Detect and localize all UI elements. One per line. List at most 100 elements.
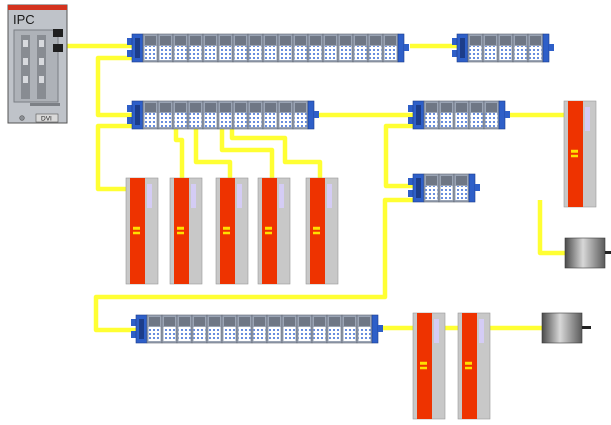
io-terminal — [142, 100, 159, 130]
led-indicator-icon — [313, 231, 320, 235]
io-terminal — [322, 33, 339, 63]
io-terminal — [326, 314, 343, 344]
connector-tab-icon — [127, 38, 133, 45]
io-station-small[interactable] — [408, 173, 480, 203]
io-terminal — [202, 33, 219, 63]
io-station-bottom[interactable] — [131, 314, 383, 344]
io-terminal — [296, 314, 313, 344]
servo-drive-1[interactable] — [125, 177, 159, 285]
led-indicator-icon — [265, 231, 272, 235]
io-terminal — [453, 173, 470, 203]
io-terminal — [512, 33, 529, 63]
servo-drive-3[interactable] — [215, 177, 249, 285]
io-terminal — [172, 100, 189, 130]
io-terminal — [187, 100, 204, 130]
connector-tab-icon — [131, 331, 137, 338]
io-terminal — [277, 100, 294, 130]
io-terminal — [232, 33, 249, 63]
io-terminal — [142, 33, 159, 63]
connector-tab-icon — [127, 50, 133, 57]
io-terminal — [172, 33, 189, 63]
io-terminal — [356, 314, 373, 344]
io-terminal — [423, 173, 440, 203]
led-indicator-icon — [177, 231, 184, 235]
io-terminal — [157, 100, 174, 130]
io-terminal — [266, 314, 283, 344]
servo-motor-bottom[interactable] — [541, 312, 591, 344]
io-terminal — [221, 314, 238, 344]
led-indicator-icon — [465, 361, 472, 365]
status-display-icon — [279, 184, 284, 208]
io-station-top[interactable] — [127, 33, 409, 63]
connector-tab-icon — [314, 111, 319, 118]
io-terminal — [247, 33, 264, 63]
io-station-middle[interactable] — [127, 100, 319, 130]
cable-mid-drive5 — [229, 126, 323, 189]
cable-mid-drive2 — [173, 126, 185, 189]
io-terminal — [217, 33, 234, 63]
io-terminal — [453, 100, 470, 130]
end-terminal — [542, 33, 550, 63]
end-terminal — [371, 314, 379, 344]
connector-tab-icon — [505, 111, 510, 118]
end-terminal — [468, 173, 476, 203]
connector-tab-icon — [408, 117, 414, 124]
device-layer — [125, 33, 611, 420]
connector-tab-icon — [404, 44, 409, 51]
io-terminal — [251, 314, 268, 344]
io-terminal — [292, 100, 309, 130]
io-terminal — [337, 33, 354, 63]
io-terminal — [176, 314, 193, 344]
servo-drive-bottom-2[interactable] — [457, 312, 491, 420]
io-terminal — [482, 33, 499, 63]
led-indicator-icon — [313, 226, 320, 230]
led-indicator-icon — [465, 366, 472, 370]
io-terminal — [311, 314, 328, 344]
connector-tab-icon — [378, 325, 383, 332]
io-terminal — [146, 314, 163, 344]
io-terminal — [497, 33, 514, 63]
io-terminal — [206, 314, 223, 344]
io-terminal — [187, 33, 204, 63]
led-indicator-icon — [265, 226, 272, 230]
motor-shaft-icon — [582, 326, 591, 329]
io-terminal — [277, 33, 294, 63]
io-terminal — [423, 100, 440, 130]
servo-drive-right[interactable] — [563, 100, 597, 208]
led-indicator-icon — [133, 226, 140, 230]
cable-mid-to-drive1 — [95, 123, 132, 192]
servo-drive-2[interactable] — [169, 177, 203, 285]
io-terminal — [232, 100, 249, 130]
io-terminal — [161, 314, 178, 344]
io-station-right[interactable] — [408, 100, 510, 130]
connector-tab-icon — [127, 117, 133, 124]
io-terminal — [262, 33, 279, 63]
led-indicator-icon — [420, 366, 427, 370]
led-indicator-icon — [177, 226, 184, 230]
io-terminal — [191, 314, 208, 344]
ethernet-port-icon — [53, 44, 63, 52]
servo-drive-4[interactable] — [257, 177, 291, 285]
servo-drive-5[interactable] — [305, 177, 339, 285]
servo-drive-bottom-1[interactable] — [412, 312, 446, 420]
status-display-icon — [191, 184, 196, 208]
io-terminal — [438, 100, 455, 130]
cable-right-to-small — [383, 123, 413, 189]
connector-tab-icon — [475, 184, 480, 191]
io-terminal — [438, 173, 455, 203]
connector-tab-icon — [408, 190, 414, 197]
ipc-controller[interactable]: IPC DVI — [7, 4, 68, 124]
io-terminal — [262, 100, 279, 130]
end-terminal — [498, 100, 506, 130]
io-terminal — [217, 100, 234, 130]
end-terminal — [397, 33, 405, 63]
servo-motor-right[interactable] — [564, 237, 611, 269]
cable-top-to-mid — [95, 55, 132, 118]
status-display-icon — [147, 184, 152, 208]
dvi-port-label: DVI — [41, 116, 52, 123]
connector-tab-icon — [131, 319, 137, 326]
io-station-top-right[interactable] — [452, 33, 554, 63]
cable-small-to-bottom — [93, 197, 413, 333]
